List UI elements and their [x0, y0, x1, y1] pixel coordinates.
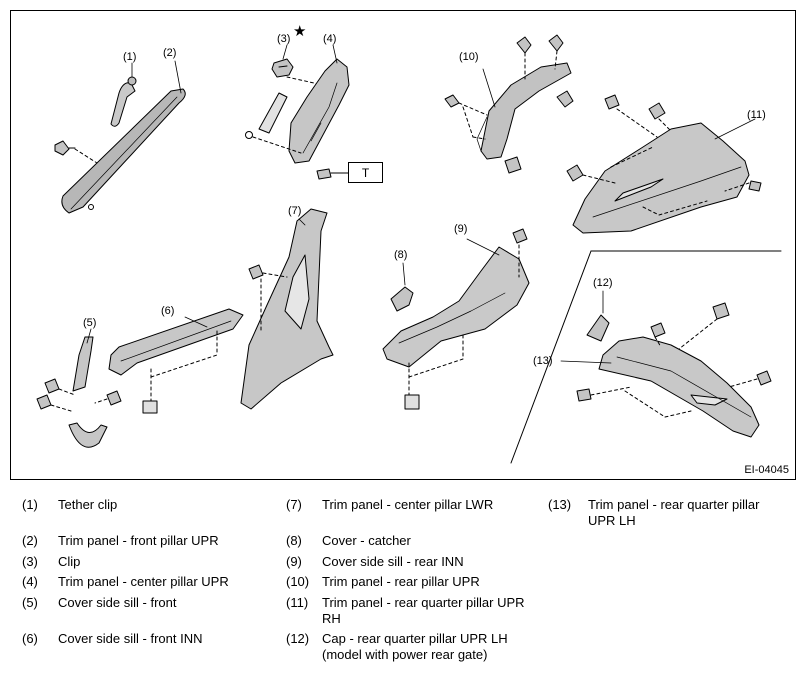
legend-num: (10): [286, 574, 310, 589]
diagram-drawing: [36, 34, 782, 464]
legend-num: (5): [22, 595, 38, 610]
screw-t-drawing: [316, 168, 332, 180]
clip-3-drawing: [271, 58, 294, 78]
front-pillar-upr-drawing: [61, 88, 186, 214]
legend-num: (9): [286, 554, 302, 569]
legend-text: Trim panel - rear quarter pillar UPR RH: [322, 595, 525, 626]
callout-9: (9): [454, 223, 468, 235]
legend-num: (7): [286, 497, 302, 512]
callout-5: (5): [83, 317, 97, 329]
legend-text: Cover side sill - front INN: [58, 631, 203, 646]
clips-rear-quarter-rh-drawing: [566, 94, 762, 192]
legend-num: (4): [22, 574, 38, 589]
legend-text: Trim panel - front pillar UPR: [58, 533, 219, 548]
rear-quarter-pillar-rh-drawing: [572, 122, 750, 234]
callout-6: (6): [161, 305, 175, 317]
legend-num: (2): [22, 533, 38, 548]
legend-text: Cover - catcher: [322, 533, 411, 548]
figure-id: EI-04045: [744, 464, 789, 476]
legend-num: (8): [286, 533, 302, 548]
callout-13: (13): [533, 355, 553, 367]
cover-side-sill-front-inn-drawing: [108, 308, 244, 376]
center-pillar-upr-drawing: [258, 58, 350, 164]
callout-1: (1): [123, 51, 137, 63]
tether-clip-drawing: [110, 76, 137, 127]
legend-text: Cover side sill - rear INN: [322, 554, 464, 569]
cover-catcher-drawing: [390, 286, 414, 312]
legend-num: (1): [22, 497, 38, 512]
callout-7: (7): [288, 205, 302, 217]
legend-text: Trim panel - rear quarter pillar UPR LH: [588, 497, 760, 528]
legend-text: Clip: [58, 554, 81, 569]
callout-11: (11): [747, 109, 766, 121]
torque-t-box: T: [348, 162, 383, 183]
callout-2: (2): [163, 47, 177, 59]
legend-text: Trim panel - rear pillar UPR: [322, 574, 480, 589]
legend-num: (11): [286, 595, 309, 610]
clip-cover-sill-rear-drawing: [404, 228, 528, 410]
cover-side-sill-front-drawing: [68, 336, 108, 448]
clips-rear-pillar-drawing: [444, 34, 574, 174]
callout-12: (12): [593, 277, 613, 289]
callout-8: (8): [394, 249, 408, 261]
legend-num: (6): [22, 631, 38, 646]
clip-center-pillar-lwr-drawing: [248, 264, 264, 280]
callout-3: (3): [277, 33, 291, 45]
legend-text: Trim panel - center pillar LWR: [322, 497, 494, 512]
legend-num: (13): [548, 497, 572, 512]
clips-sill-front-drawing: [36, 378, 122, 410]
callout-4: (4): [323, 33, 337, 45]
cap-rear-quarter-lh-drawing: [586, 314, 610, 342]
legend-text: Cover side sill - front: [58, 595, 177, 610]
clip-front-pillar-drawing: [54, 140, 76, 156]
legend-num: (3): [22, 554, 38, 569]
rear-quarter-pillar-lh-drawing: [598, 336, 760, 438]
parts-diagram: ★ T (1) (2) (3) (4) (5) (6) (7) (8) (9) …: [10, 10, 796, 480]
legend-num: (12): [286, 631, 310, 646]
legend-text: Tether clip: [58, 497, 118, 512]
legend-text: Trim panel - center pillar UPR: [58, 574, 229, 589]
clip-sill-front-inn-drawing: [142, 400, 158, 414]
legend-text: Cap - rear quarter pillar UPR LH (model …: [322, 631, 508, 662]
star-mark: ★: [293, 23, 307, 40]
cover-side-sill-rear-drawing: [382, 246, 530, 368]
center-pillar-lwr-drawing: [240, 208, 334, 410]
clips-rear-quarter-lh-drawing: [576, 302, 772, 402]
rear-pillar-upr-drawing: [476, 62, 572, 160]
callout-10: (10): [459, 51, 479, 63]
